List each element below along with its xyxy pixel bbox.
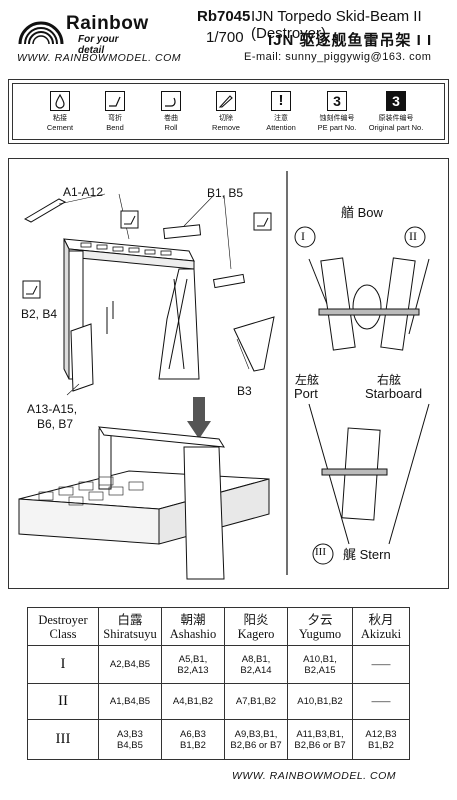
- brand-logo: Rainbow For your detail: [16, 4, 148, 56]
- legend-label-cn: 蚀刻件编号: [319, 114, 355, 122]
- legend-label-cn: 注意: [274, 114, 288, 122]
- brand-tagline: For your detail: [78, 34, 119, 56]
- legend-item-roll: 卷曲 Roll: [136, 91, 206, 132]
- knife-icon: [216, 91, 236, 111]
- label-stern: 艉 Stern: [343, 547, 391, 562]
- ship-plan-bow: [294, 226, 430, 351]
- legend-item-cement: 粘接 Cement: [25, 91, 95, 132]
- table-cell: A11,B3,B1, B2,B6 or B7: [287, 719, 353, 760]
- row-mark-ii: II: [27, 683, 99, 720]
- mark-ii: II: [409, 229, 417, 243]
- legend-label-en: PE part No.: [317, 123, 357, 132]
- row-mark-iii: III: [27, 719, 99, 760]
- legend-item-attention: ! 注意 Attention: [246, 91, 316, 132]
- title-chinese: IJN 驱逐舰鱼雷吊架 I I: [268, 32, 433, 49]
- assembly-drawing: [18, 171, 430, 580]
- legend-label-cn: 弯折: [108, 114, 122, 122]
- legend-label-en: Bend: [106, 123, 124, 132]
- row-mark-i: I: [27, 645, 99, 684]
- table-row: III A3,B3 B4,B5 A6,B3 B1,B2 A9,B3,B1, B2…: [27, 719, 410, 760]
- exclamation-icon: !: [271, 91, 291, 111]
- legend-label-en: Roll: [164, 123, 178, 132]
- label-b6-b7: B6, B7: [37, 417, 74, 431]
- legend-label-cn: 粘接: [53, 114, 67, 122]
- table-cell: ——: [352, 683, 410, 720]
- legend-label-en: Attention: [266, 123, 296, 132]
- ship-plan-stern: [308, 403, 430, 565]
- title-english: IJN Torpedo Skid-Beam II (Destroyer): [251, 8, 422, 42]
- mark-iii: III: [315, 546, 326, 558]
- table-cell: A3,B3 B4,B5: [98, 719, 162, 760]
- label-port-cn: 左舷: [295, 373, 320, 387]
- pe-number-icon: 3: [327, 91, 347, 111]
- table-cell: A7,B1,B2: [224, 683, 288, 720]
- assembly-diagram: A1-A12 B1, B5 B2, B4 B3 A13-A15, B6, B7 …: [8, 158, 449, 589]
- table-cell: A2,B4,B5: [98, 645, 162, 684]
- legend-label-cn: 卷曲: [164, 114, 178, 122]
- label-a13-a15: A13-A15,: [27, 402, 78, 416]
- label-b1-b5: B1, B5: [207, 186, 244, 200]
- table-cell: A10,B1, B2,A15: [287, 645, 353, 684]
- rainbow-arc-icon: [18, 21, 64, 45]
- legend-label-cn: 原装件编号: [378, 114, 414, 122]
- bend-icon: [105, 91, 125, 111]
- skid-beam-frame-lower: [18, 426, 270, 580]
- table-cell: A12,B3 B1,B2: [352, 719, 410, 760]
- label-b2-b4: B2, B4: [21, 307, 58, 321]
- table-row: II A1,B4,B5 A4,B1,B2 A7,B1,B2 A10,B1,B2 …: [27, 683, 410, 720]
- legend-label-en: Remove: [212, 123, 240, 132]
- mark-i: I: [301, 229, 305, 243]
- email-link[interactable]: E-mail: sunny_piggywig@163. com: [244, 51, 432, 63]
- legend-item-bend: 弯折 Bend: [80, 91, 150, 132]
- website-link[interactable]: WWW. RAINBOWMODEL. COM: [17, 52, 182, 64]
- legend-label-en: Cement: [46, 123, 74, 132]
- table-cell: A9,B3,B1, B2,B6 or B7: [224, 719, 288, 760]
- legend-inner-frame: 粘接 Cement 弯折 Bend 卷曲 Roll 切除 Remove !: [12, 83, 445, 140]
- product-code: Rb7045: [197, 8, 251, 25]
- label-a1-a12: A1-A12: [63, 185, 104, 199]
- table-cell: ——: [352, 645, 410, 684]
- label-b3: B3: [237, 384, 252, 398]
- scale: 1/700: [206, 29, 244, 46]
- table-cell: A10,B1,B2: [287, 683, 353, 720]
- legend-item-original-part: 3 原装件编号 Original part No.: [361, 91, 431, 132]
- table-cell: A5,B1, B2,A13: [161, 645, 225, 684]
- table-cell: A8,B1, B2,A14: [224, 645, 288, 684]
- table-cell: A4,B1,B2: [161, 683, 225, 720]
- footer-website-link[interactable]: WWW. RAINBOWMODEL. COM: [232, 770, 397, 782]
- brand-name: Rainbow: [66, 13, 149, 34]
- legend-label-cn: 切除: [219, 114, 233, 122]
- label-port-en: Port: [294, 386, 318, 401]
- legend-label-en: Original part No.: [368, 123, 424, 132]
- symbol-legend: 粘接 Cement 弯折 Bend 卷曲 Roll 切除 Remove !: [8, 79, 449, 144]
- legend-item-pe-part: 3 蚀刻件编号 PE part No.: [302, 91, 372, 132]
- roll-icon: [161, 91, 181, 111]
- table-row: I A2,B4,B5 A5,B1, B2,A13 A8,B1, B2,A14 A…: [27, 645, 410, 684]
- table-cell: A6,B3 B1,B2: [161, 719, 225, 760]
- legend-item-remove: 切除 Remove: [191, 91, 261, 132]
- table-cell: A1,B4,B5: [98, 683, 162, 720]
- drop-icon: [50, 91, 70, 111]
- label-bow: 艏 Bow: [341, 205, 383, 220]
- label-starboard-en: Starboard: [365, 386, 423, 401]
- label-starboard-cn: 右舷: [377, 373, 402, 387]
- original-number-icon: 3: [386, 91, 406, 111]
